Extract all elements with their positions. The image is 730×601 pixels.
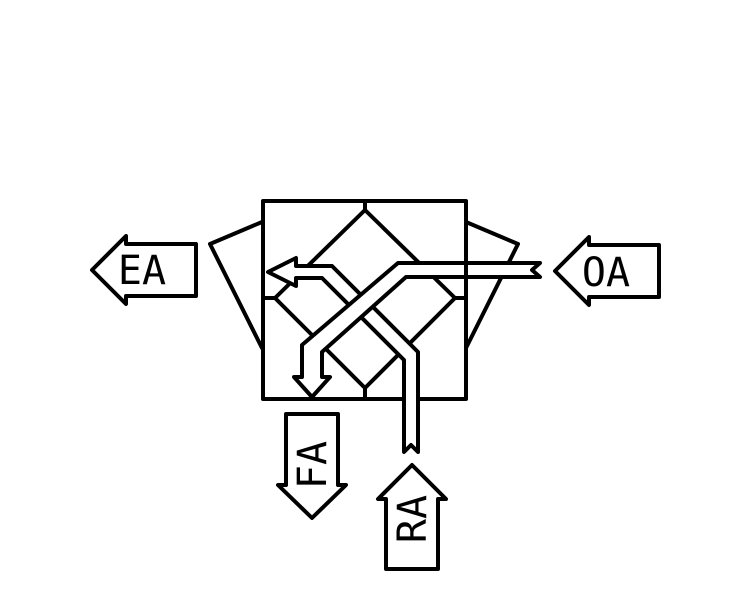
- fresh-air-arrow: [276, 412, 348, 520]
- fresh-air-label: FA: [290, 441, 336, 489]
- return-air-arrow: [376, 463, 448, 571]
- return-to-exhaust-flow-arrow: [266, 256, 420, 454]
- outdoor-to-fresh-flow-arrow: [292, 261, 468, 399]
- intake-side-flare: [464, 220, 520, 350]
- exhaust-side-flare: [208, 220, 264, 350]
- exhaust-air-label: EA: [118, 248, 166, 294]
- outdoor-air-inlet-stub: [464, 261, 542, 279]
- outdoor-air-arrow: [553, 235, 661, 307]
- exhaust-air-arrow: [90, 234, 198, 306]
- return-air-label: RA: [390, 495, 436, 543]
- outdoor-air-label: OA: [582, 250, 630, 296]
